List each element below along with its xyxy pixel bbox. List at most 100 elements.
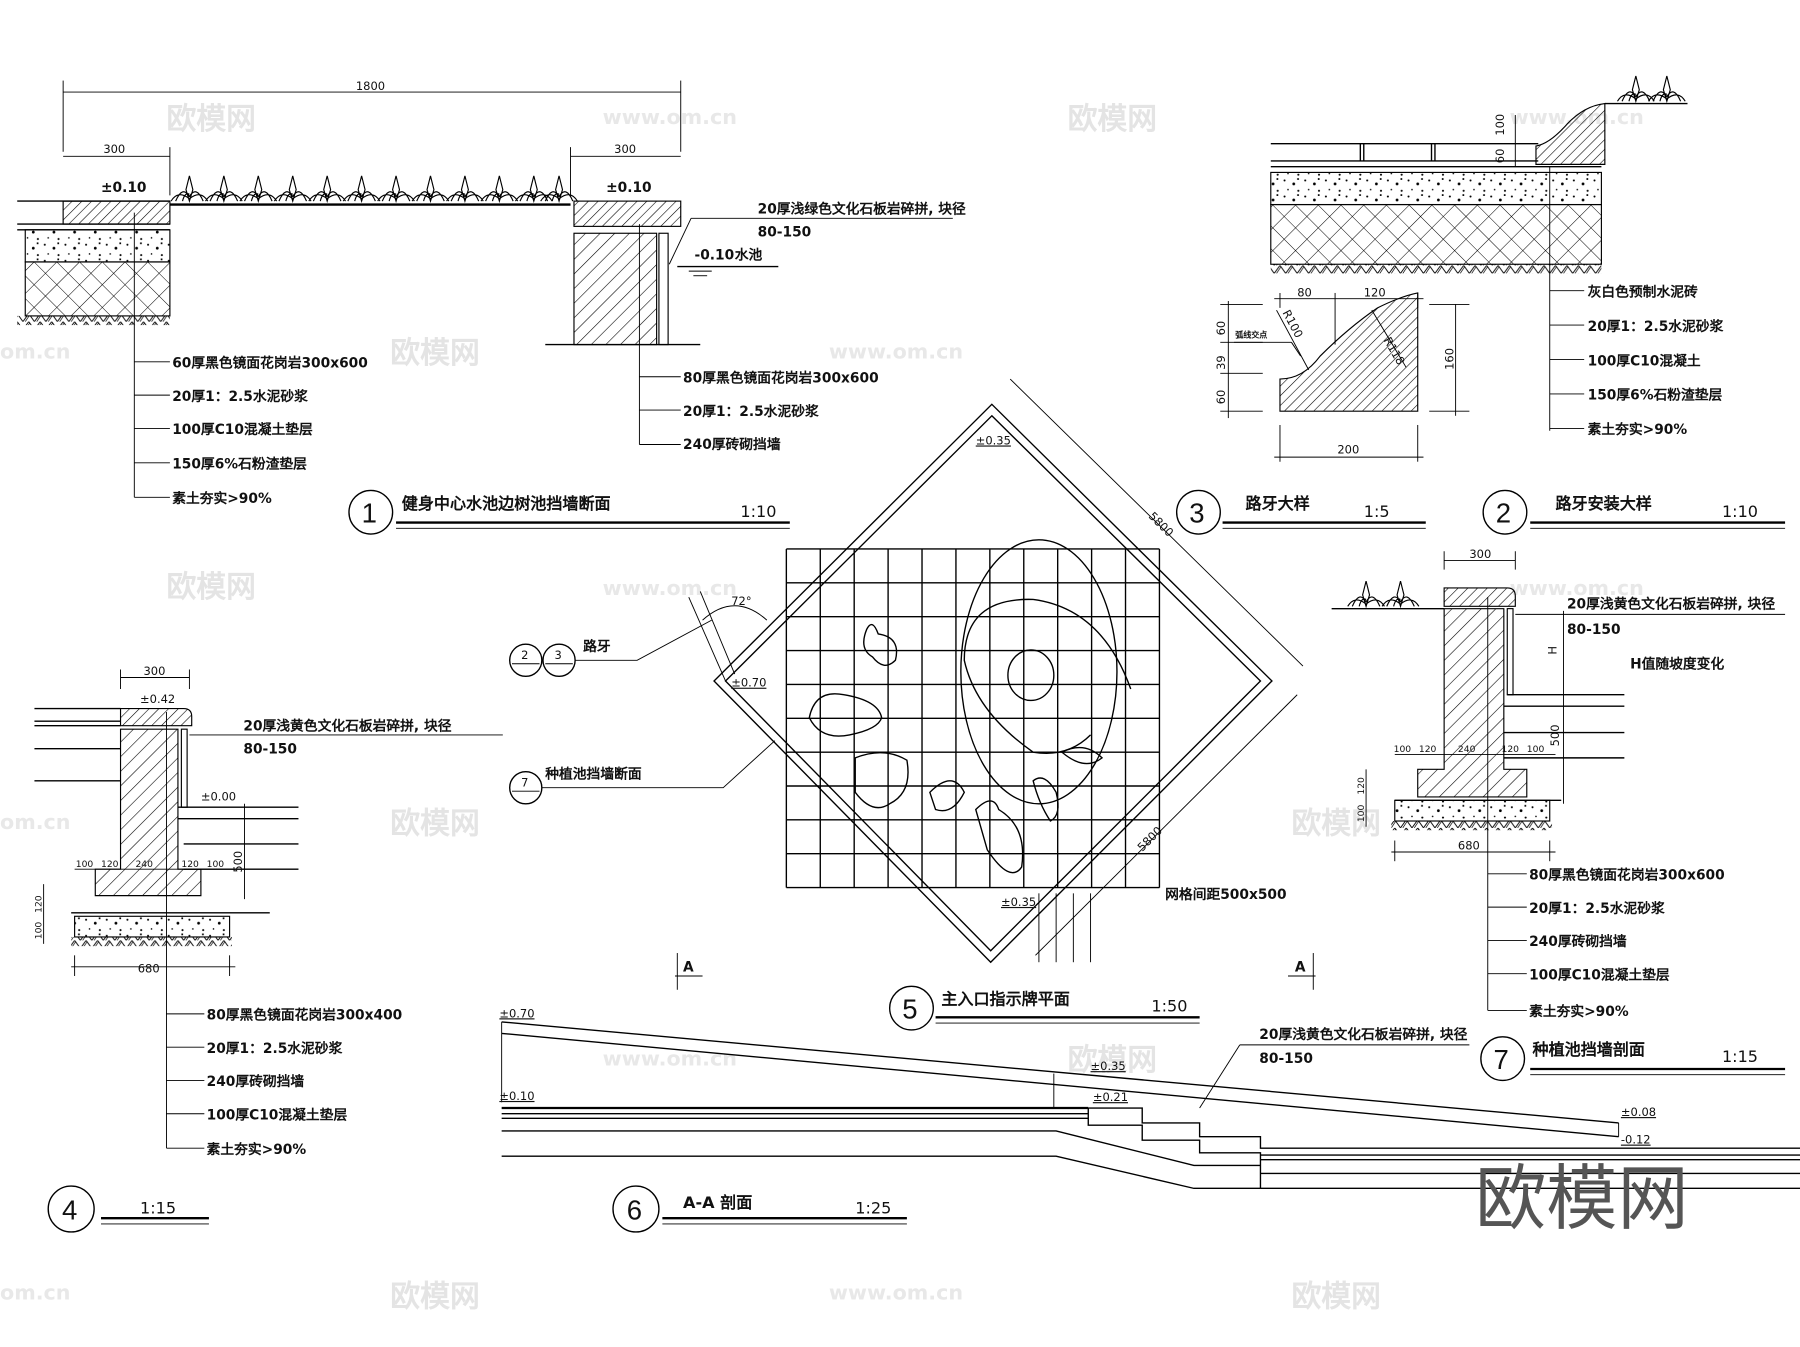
dimension-height: 100 (1356, 804, 1367, 822)
watermark-logo: 欧模网 (390, 807, 479, 842)
layer-label: 素土夯实>90% (172, 490, 272, 507)
layer-label: 80厚黑色镜面花岗岩300x600 (683, 369, 879, 386)
elevation-label: ±0.35 (1091, 1059, 1126, 1073)
dimension-footing: 120 (181, 859, 199, 870)
layer-label: 80厚黑色镜面花岗岩300x600 (1529, 867, 1725, 884)
detail-title: 路牙大样 (1246, 494, 1310, 513)
detail-scale: 1:15 (140, 1199, 176, 1218)
layer-label: 100厚C10混凝土 (1588, 352, 1701, 369)
detail-number: 5 (902, 993, 917, 1024)
watermark-url: www.om.cn (1510, 576, 1644, 600)
layer-label: 灰白色预制水泥砖 (1588, 283, 1698, 300)
dimension-footing: 240 (135, 859, 153, 870)
detail-2-curb-installation: 60 100 灰白色预制水泥砖 20厚1：2.5水泥砂浆 100厚C10混凝土 … (1270, 75, 1786, 535)
dimension-footing: 100 (207, 859, 225, 870)
detail-number: 2 (1496, 498, 1511, 529)
callout-ref-2[interactable]: 2 (521, 648, 528, 662)
dimension-300: 300 (1469, 547, 1491, 561)
callout-wall-label: 种植池挡墙断面 (544, 766, 642, 783)
elevation-top: ±0.35 (976, 433, 1011, 447)
dimension-100: 100 (1493, 114, 1507, 136)
dimension-footing: 100 (1527, 744, 1545, 755)
dimension-80: 80 (1297, 285, 1312, 299)
dimension-300-left: 300 (103, 142, 125, 156)
layer-label: 100厚C10混凝土垫层 (172, 421, 313, 438)
dimension-footing: 120 (1419, 744, 1437, 755)
detail-number: 3 (1189, 498, 1204, 529)
watermark-logo-large: 欧模网 (1475, 1157, 1688, 1240)
detail-title: 健身中心水池边树池挡墙断面 (402, 494, 611, 513)
paving-grid (785, 548, 1161, 889)
detail-7-planter-wall-section: 300 20厚浅黄色文化石板岩碎拼, 块径 80-150 H H值随坡度变化 5… (1331, 547, 1786, 1082)
watermark-url: om.cn (0, 339, 71, 363)
dimension-200: 200 (1337, 443, 1359, 457)
layer-label: 80厚黑色镜面花岗岩300x400 (207, 1007, 403, 1024)
layer-label: 240厚砖砌挡墙 (683, 436, 781, 453)
dimension-footing: 100 (1394, 744, 1412, 755)
detail-1-pool-tree-pit-section: 1800 300 300 ±0.10 ±0.10 -0.10 水池 20厚浅绿色… (17, 79, 966, 535)
dimension-500: 500 (231, 851, 245, 873)
detail-title: 种植池挡墙剖面 (1532, 1040, 1645, 1059)
detail-title: A-A 剖面 (683, 1193, 752, 1212)
detail-3-curb-detail: 80 120 200 160 60 39 60 弧线交点 R100 R118 3… (1175, 285, 1470, 535)
layer-label: 20厚1：2.5水泥砂浆 (172, 388, 308, 405)
layer-label: 素土夯实>90% (1529, 1003, 1629, 1020)
dimension-footing: 240 (1458, 744, 1476, 755)
detail-number: 6 (627, 1194, 642, 1225)
dimension-5800: 5800 (1146, 509, 1177, 540)
watermark-url: www.om.cn (603, 576, 737, 600)
dimension-footing: 120 (101, 859, 119, 870)
h-value-note: H值随坡度变化 (1630, 655, 1724, 672)
layer-label: 100厚C10混凝土垫层 (207, 1106, 348, 1123)
detail-scale: 1:50 (1151, 997, 1187, 1016)
stone-label: 20厚浅黄色文化石板岩碎拼, 块径 (1259, 1026, 1467, 1043)
detail-number: 1 (362, 498, 377, 529)
dimension-680: 680 (1458, 839, 1480, 853)
stone-label: 20厚浅黄色文化石板岩碎拼, 块径 (243, 717, 451, 734)
watermark-logo: 欧模网 (1291, 807, 1380, 842)
layer-label: 100厚C10混凝土垫层 (1529, 966, 1670, 983)
dimension-5800: 5800 (1134, 824, 1165, 855)
detail-number: 4 (62, 1194, 77, 1225)
detail-4-retaining-wall: 300 ±0.42 ±0.00 500 100 120 240 120 100 … (33, 664, 503, 1233)
dimension-h: H (1546, 646, 1560, 655)
dimension-footing: 120 (1502, 744, 1520, 755)
dimension-footing: 100 (76, 859, 94, 870)
detail-6-section-a-a: ±0.70 ±0.10 ±0.35 ±0.21 ±0.08 -0.12 20厚浅… (499, 1006, 1800, 1233)
layer-label: 20厚1：2.5水泥砂浆 (683, 403, 819, 420)
dimension-680: 680 (138, 962, 160, 976)
elevation-label: ±0.70 (499, 1006, 534, 1020)
watermark-logo: 欧模网 (390, 336, 479, 371)
watermark-logo: 欧模网 (390, 1280, 479, 1315)
callout-curb-label: 路牙 (583, 638, 611, 655)
watermark-logo: 欧模网 (166, 570, 255, 605)
dimension-60: 60 (1214, 390, 1228, 405)
layer-label: 240厚砖砌挡墙 (207, 1073, 305, 1090)
elevation-label: -0.12 (1621, 1133, 1651, 1147)
dimension-height: 120 (1356, 777, 1367, 795)
dimension-300-right: 300 (614, 142, 636, 156)
dimension-300: 300 (143, 664, 165, 678)
dimension-500: 500 (1548, 725, 1562, 747)
watermark-url: www.om.cn (603, 1047, 737, 1071)
grid-spacing-label: 网格间距500x500 (1165, 886, 1286, 903)
elevation-label: ±0.08 (1621, 1105, 1656, 1119)
dimension-height: 120 (33, 895, 44, 913)
arc-intersection-label: 弧线交点 (1235, 330, 1267, 340)
dimension-height: 100 (33, 922, 44, 940)
dimension-160: 160 (1442, 348, 1456, 370)
water-pool-label: 水池 (735, 247, 763, 264)
detail-scale: 1:10 (1722, 502, 1758, 521)
watermark-url: www.om.cn (829, 1281, 963, 1305)
elevation-label: ±0.10 (499, 1089, 534, 1103)
layer-label: 20厚1：2.5水泥砂浆 (1588, 318, 1724, 335)
stone-label: 20厚浅黄色文化石板岩碎拼, 块径 (1567, 596, 1775, 613)
detail-title: 路牙安装大样 (1555, 494, 1651, 513)
angle-72: 72° (731, 594, 751, 608)
dimension-120: 120 (1364, 285, 1386, 299)
callout-ref-3[interactable]: 3 (554, 648, 561, 662)
layer-label: 素土夯实>90% (207, 1141, 307, 1158)
callout-ref-7[interactable]: 7 (521, 776, 528, 790)
elevation-label: ±0.21 (1093, 1090, 1128, 1104)
